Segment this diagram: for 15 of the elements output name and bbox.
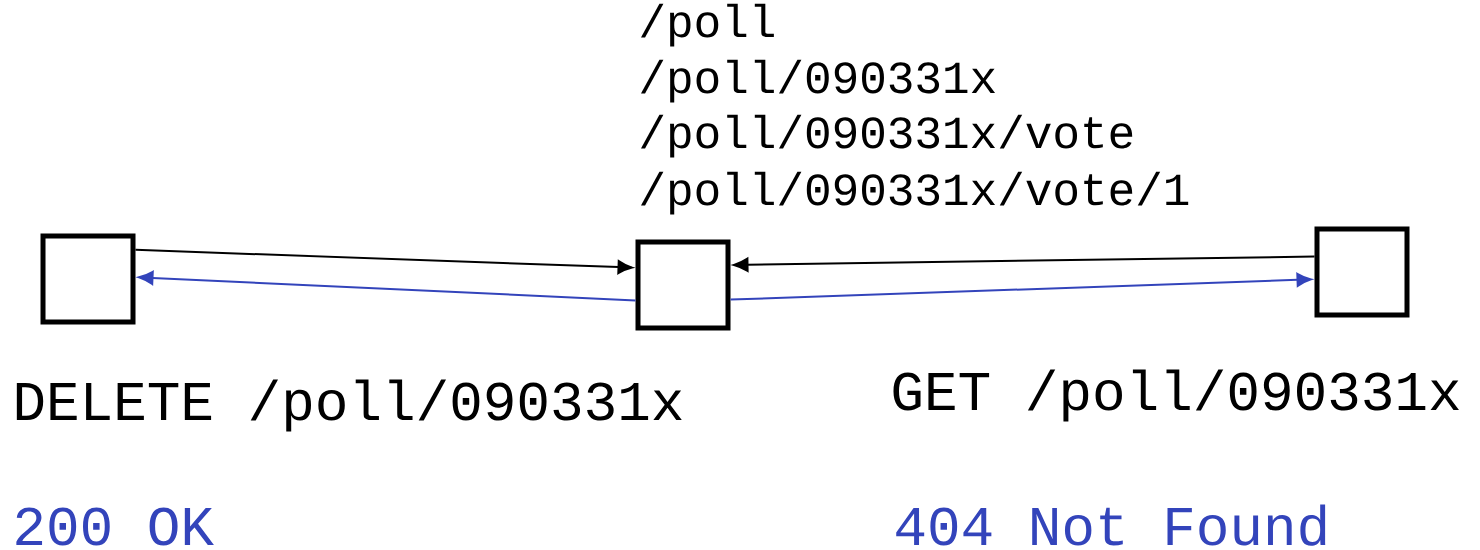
square-box xyxy=(635,239,731,331)
square-box xyxy=(40,233,136,325)
resource-path: /poll/090331x/vote/1 xyxy=(641,171,1189,215)
resource-path: /poll/090331x xyxy=(641,59,996,103)
resource-path: /poll xyxy=(641,3,774,47)
arrow xyxy=(134,248,633,275)
response-text: 200 OK xyxy=(16,507,214,546)
arrow xyxy=(733,255,1316,272)
request-text: DELETE /poll/090331x xyxy=(16,379,682,432)
request-text: GET /poll/090331x xyxy=(893,369,1459,422)
arrow xyxy=(138,270,637,302)
arrow xyxy=(729,272,1312,301)
response-text: 404 Not Found xyxy=(896,504,1326,546)
resource-path: /poll/090331x/vote xyxy=(641,114,1133,158)
square-box xyxy=(1314,226,1410,318)
